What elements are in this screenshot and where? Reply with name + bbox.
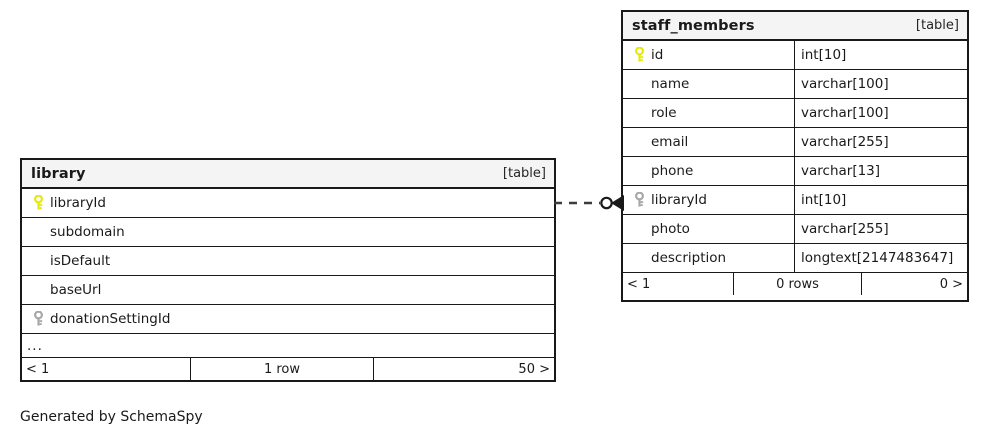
column-label: description — [651, 250, 727, 266]
no-key-icon — [629, 215, 649, 244]
column-label: email — [651, 134, 689, 150]
column-name-cell: subdomain — [22, 218, 554, 246]
no-key-icon — [28, 247, 48, 276]
footer-row-count: 1 row — [190, 358, 374, 380]
column-list-staff-members: id int[10] name varchar[100] role varcha… — [623, 41, 967, 273]
footer-prev-control[interactable]: < 1 — [26, 361, 50, 377]
no-key-icon — [629, 157, 649, 186]
no-key-icon — [629, 99, 649, 128]
footer-next-control[interactable]: 0 > — [939, 276, 963, 292]
column-list-library: libraryId subdomain isDefault baseUrl — [22, 189, 554, 358]
no-key-icon — [629, 128, 649, 157]
table-row[interactable]: libraryId — [22, 189, 554, 218]
primary-key-icon — [629, 41, 649, 70]
column-name-cell: description — [623, 244, 794, 272]
column-label: phone — [651, 163, 694, 179]
primary-key-icon — [28, 189, 48, 218]
crowsfoot-many-marker — [611, 195, 624, 211]
relationship-connector-library-staff-members[interactable] — [552, 186, 626, 220]
column-name-cell: isDefault — [22, 247, 554, 275]
entity-footer-library: < 1 1 row 50 > — [22, 358, 554, 380]
column-type-cell: longtext[2147483647] — [794, 244, 967, 272]
table-row[interactable]: baseUrl — [22, 276, 554, 305]
column-name-cell: role — [623, 99, 794, 127]
entity-header-staff-members: staff_members [table] — [623, 12, 967, 41]
column-label: donationSettingId — [50, 311, 171, 327]
column-name-cell: phone — [623, 157, 794, 185]
column-type-cell: varchar[100] — [794, 99, 967, 127]
zero-cardinality-marker — [600, 196, 613, 210]
column-type-cell: varchar[255] — [794, 128, 967, 156]
entity-tag-staff-members: [table] — [915, 18, 959, 33]
column-name-cell: email — [623, 128, 794, 156]
ellipsis-label: ... — [27, 337, 43, 354]
column-type-cell: varchar[100] — [794, 70, 967, 98]
table-row[interactable]: description longtext[2147483647] — [623, 244, 967, 273]
footer-row-count: 0 rows — [733, 273, 862, 295]
column-label: libraryId — [50, 195, 106, 211]
entity-header-library: library [table] — [22, 160, 554, 189]
foreign-key-icon — [28, 305, 48, 334]
table-row[interactable]: photo varchar[255] — [623, 215, 967, 244]
entity-table-staff-members[interactable]: staff_members [table] id int[10 — [621, 10, 969, 302]
table-row[interactable]: donationSettingId — [22, 305, 554, 334]
column-name-cell: libraryId — [623, 186, 794, 214]
entity-table-library[interactable]: library [table] libraryId — [20, 158, 556, 382]
no-key-icon — [28, 218, 48, 247]
entity-footer-staff-members: < 1 0 rows 0 > — [623, 273, 967, 295]
no-key-icon — [629, 70, 649, 99]
column-type-cell: varchar[255] — [794, 215, 967, 243]
column-type-cell: varchar[13] — [794, 157, 967, 185]
column-name-cell: donationSettingId — [22, 305, 554, 333]
column-label: photo — [651, 221, 690, 237]
no-key-icon — [629, 244, 649, 273]
column-label: libraryId — [651, 192, 707, 208]
column-label: id — [651, 47, 664, 63]
table-row[interactable]: phone varchar[13] — [623, 157, 967, 186]
column-name-cell: photo — [623, 215, 794, 243]
column-label: name — [651, 76, 690, 92]
column-label: subdomain — [50, 224, 125, 240]
column-label: baseUrl — [50, 282, 102, 298]
table-row[interactable]: subdomain — [22, 218, 554, 247]
column-label: role — [651, 105, 677, 121]
column-name-cell: baseUrl — [22, 276, 554, 304]
column-type-cell: int[10] — [794, 186, 967, 214]
entity-tag-library: [table] — [502, 166, 546, 181]
table-row[interactable]: name varchar[100] — [623, 70, 967, 99]
column-name-cell: name — [623, 70, 794, 98]
truncated-columns-indicator: ... — [22, 334, 554, 358]
generated-by-caption: Generated by SchemaSpy — [20, 409, 203, 425]
entity-title-staff-members: staff_members — [632, 17, 755, 34]
column-type-cell: int[10] — [794, 41, 967, 69]
foreign-key-icon — [629, 186, 649, 215]
table-row[interactable]: libraryId int[10] — [623, 186, 967, 215]
column-name-cell: id — [623, 41, 794, 69]
table-row[interactable]: id int[10] — [623, 41, 967, 70]
footer-prev-control[interactable]: < 1 — [627, 276, 651, 292]
entity-title-library: library — [31, 165, 86, 182]
table-row[interactable]: role varchar[100] — [623, 99, 967, 128]
table-row[interactable]: email varchar[255] — [623, 128, 967, 157]
footer-next-control[interactable]: 50 > — [518, 361, 550, 377]
column-name-cell: libraryId — [22, 189, 554, 217]
no-key-icon — [28, 276, 48, 305]
column-label: isDefault — [50, 253, 111, 269]
table-row[interactable]: isDefault — [22, 247, 554, 276]
